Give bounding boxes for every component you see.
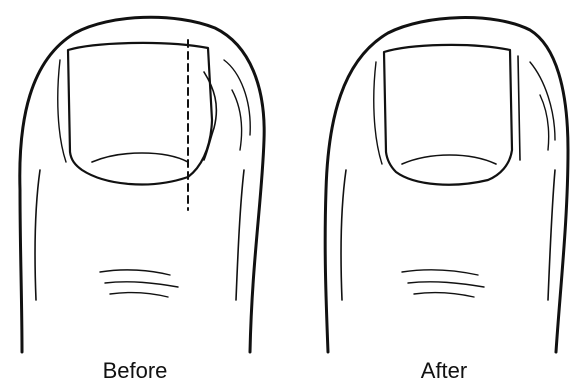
before-nail-fold-right bbox=[204, 72, 216, 160]
after-nail-edge-right bbox=[518, 56, 520, 160]
after-skin-creases bbox=[402, 270, 484, 297]
before-toe-inner-right bbox=[236, 170, 244, 300]
after-toe-inner-right bbox=[548, 170, 555, 300]
before-nail-plate bbox=[68, 43, 212, 185]
before-nail-lunula bbox=[92, 153, 188, 162]
before-skin-creases bbox=[100, 270, 178, 297]
before-nail-fold-left bbox=[58, 60, 66, 162]
after-toe bbox=[325, 18, 568, 352]
before-caption: Before bbox=[55, 356, 215, 386]
after-nail-fold-left bbox=[374, 62, 382, 164]
before-inflamed-fold bbox=[224, 60, 250, 150]
before-toe-inner-left bbox=[35, 170, 40, 300]
after-side-fold-lines bbox=[530, 62, 555, 150]
before-toe bbox=[20, 17, 264, 352]
after-toe-inner-left bbox=[341, 170, 346, 300]
after-caption: After bbox=[364, 356, 524, 386]
after-nail-lunula bbox=[402, 155, 496, 164]
